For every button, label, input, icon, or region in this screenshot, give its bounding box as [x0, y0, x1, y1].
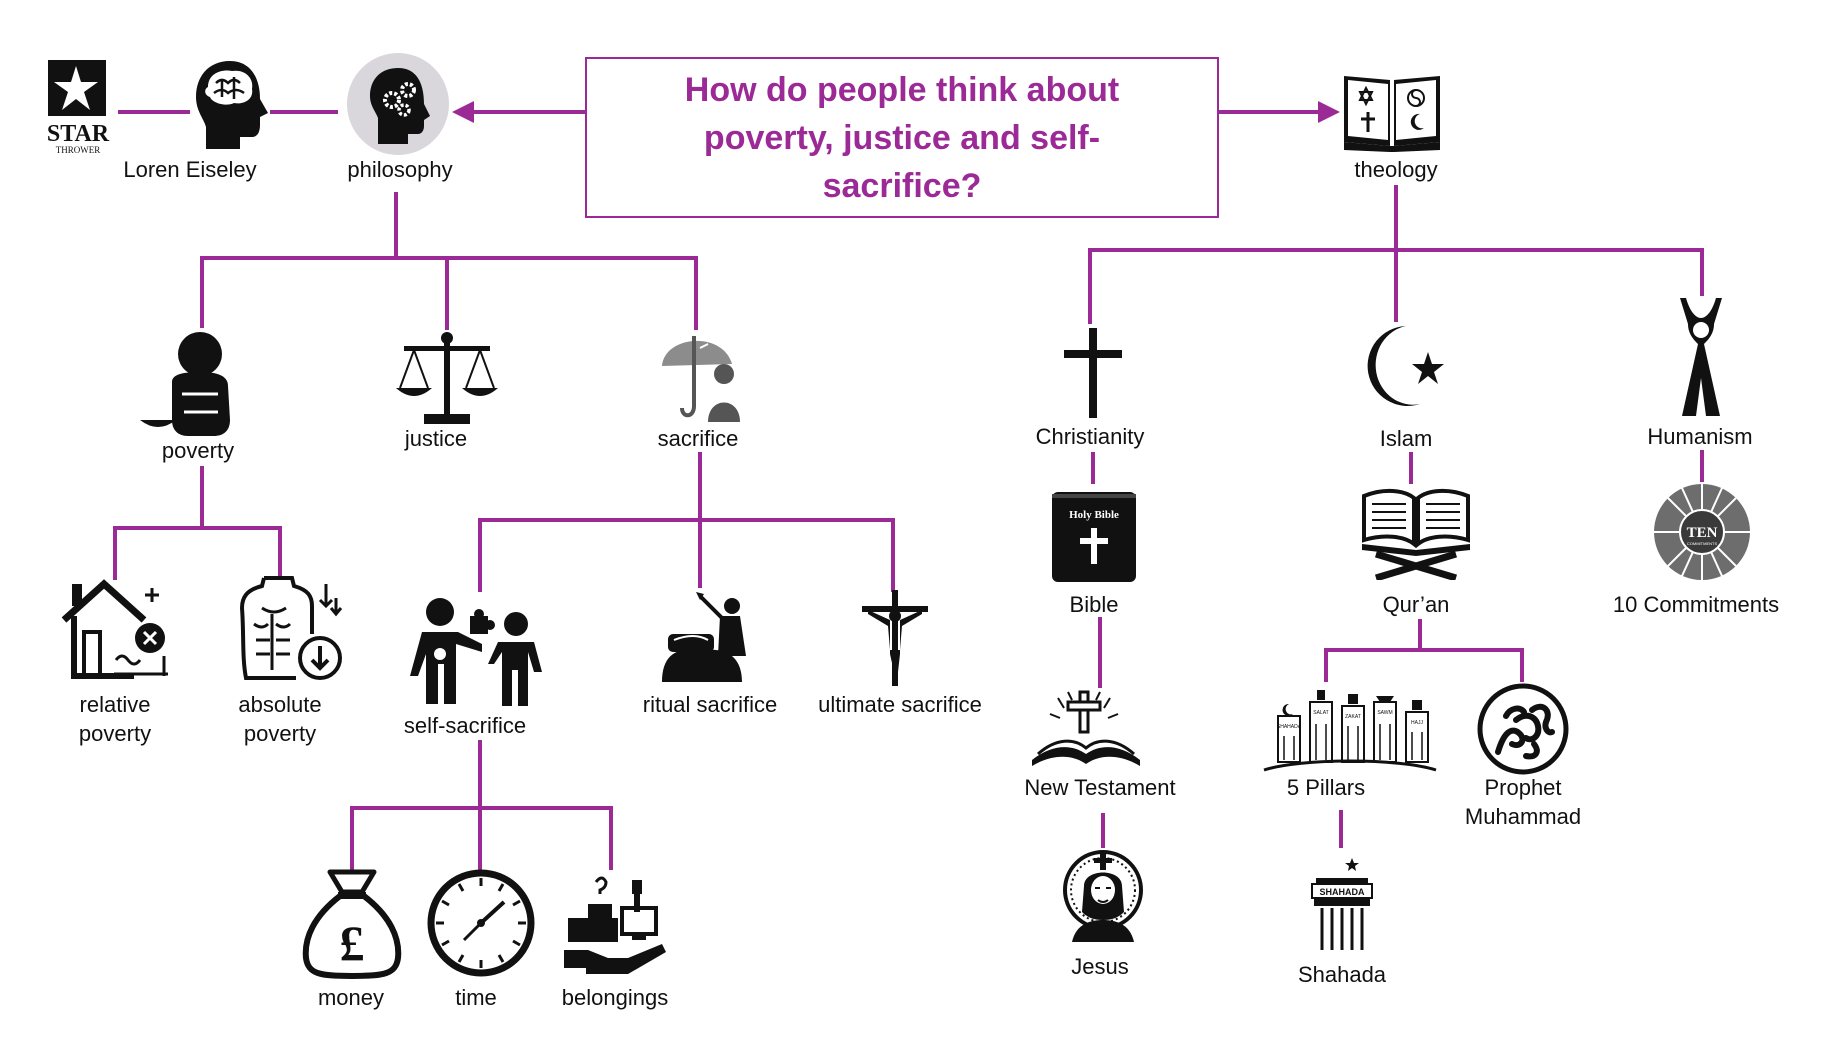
holy-bible-text: Holy Bible — [1069, 509, 1119, 521]
star-thrower-line1: STAR — [46, 121, 110, 147]
clock-icon — [427, 869, 535, 977]
pillar-label-3: ZAKAT — [1345, 714, 1361, 720]
quran-stand-icon — [1362, 489, 1470, 582]
christianity-node — [1060, 326, 1126, 420]
question-box: How do people think about poverty, justi… — [585, 57, 1219, 218]
relative-poverty-label: relative poverty — [78, 692, 152, 746]
crescent-star-icon — [1367, 326, 1444, 406]
humanism-node — [1676, 294, 1726, 418]
svg-text:£: £ — [340, 915, 365, 971]
self-sacrifice-label: self-sacrifice — [403, 713, 527, 738]
star-thrower-line2: THROWER — [55, 145, 101, 155]
islam-node — [1362, 322, 1448, 412]
new-testament-label: New Testament — [1024, 775, 1176, 800]
jesus-label: Jesus — [1071, 954, 1129, 979]
humanism-icon — [1680, 298, 1722, 416]
ultimate-sacrifice-node — [860, 588, 930, 688]
sacrifice-label: sacrifice — [657, 426, 739, 451]
five-pillars-icon: SHAHADA SALAT ZAKAT SAWM HAJJ — [1263, 690, 1437, 772]
prophet-muhammad-node — [1476, 682, 1570, 776]
people-puzzle-icon — [410, 598, 542, 706]
pillar-label-5: HAJJ — [1411, 720, 1423, 726]
sitting-person-bowl-icon — [140, 332, 230, 436]
relative-poverty-node — [58, 576, 168, 682]
pillar-label-4: SAWM — [1377, 710, 1392, 716]
theology-node — [1340, 66, 1444, 152]
page-title: How do people think about poverty, justi… — [684, 70, 1120, 205]
ten-sub-text: COMMITMENTS — [1687, 541, 1718, 546]
house-cross-icon — [61, 579, 168, 679]
umbrella-person-icon — [662, 336, 740, 422]
torso-arrow-down-icon — [239, 576, 343, 680]
brain-head-node — [188, 57, 272, 153]
quran-label: Qur’an — [1382, 592, 1450, 617]
belongings-node — [562, 868, 668, 976]
belongings-label: belongings — [561, 985, 669, 1010]
open-book-cross-icon — [1032, 690, 1140, 766]
shahada-pillar-icon: SHAHADA — [1311, 852, 1373, 950]
humanism-label: Humanism — [1647, 424, 1753, 449]
jesus-portrait-icon — [1063, 850, 1143, 942]
prophet-muhammad-label: Prophet Muhammad — [1464, 775, 1582, 829]
islam-label: Islam — [1379, 426, 1433, 451]
scales-icon — [396, 332, 498, 424]
belongings-hand-icon — [564, 876, 666, 974]
bible-node: Holy Bible — [1048, 488, 1140, 586]
philosophy-node — [346, 52, 450, 156]
money-bag-icon: £ — [302, 869, 402, 980]
ultimate-sacrifice-label: ultimate sacrifice — [818, 692, 982, 717]
ten-commitments-node: TEN COMMITMENTS — [1652, 482, 1752, 582]
gears-head-icon — [347, 53, 449, 155]
quran-node — [1358, 484, 1474, 582]
pillar-label-2: SALAT — [1313, 710, 1328, 716]
theology-label: theology — [1354, 157, 1438, 182]
cross-icon — [1064, 328, 1122, 418]
five-pillars-label: 5 Pillars — [1286, 775, 1366, 800]
justice-label: justice — [404, 426, 468, 451]
justice-node — [394, 330, 500, 426]
absolute-poverty-label: absolute poverty — [238, 692, 322, 746]
poverty-node — [138, 328, 244, 440]
bible-label: Bible — [1069, 592, 1119, 617]
five-pillars-node: SHAHADA SALAT ZAKAT SAWM HAJJ — [1262, 684, 1438, 774]
self-sacrifice-node — [410, 596, 546, 708]
time-label: time — [455, 985, 497, 1010]
sacrifice-node — [658, 326, 746, 426]
money-label: money — [317, 985, 385, 1010]
bible-icon: Holy Bible — [1052, 492, 1136, 582]
shahada-label: Shahada — [1297, 962, 1387, 987]
absolute-poverty-node — [232, 574, 344, 684]
ten-badge-text: TEN — [1687, 525, 1718, 541]
brain-head-icon — [196, 61, 268, 149]
philosophy-label: philosophy — [347, 157, 453, 182]
pillar-label-1: SHAHADA — [1277, 724, 1302, 730]
ritual-altar-icon — [662, 592, 746, 682]
star-thrower-logo: STAR THROWER — [46, 60, 110, 155]
christianity-label: Christianity — [1035, 424, 1145, 449]
new-testament-node — [1028, 688, 1144, 770]
poverty-label: poverty — [161, 438, 235, 463]
ten-commitments-label: 10 Commitments — [1612, 592, 1780, 617]
shahada-node: SHAHADA — [1308, 850, 1376, 954]
ritual-sacrifice-node — [658, 592, 754, 684]
crucifix-icon — [862, 590, 928, 686]
shahada-sign-text: SHAHADA — [1320, 887, 1366, 897]
star-thrower-icon — [48, 60, 106, 116]
jesus-node — [1062, 850, 1144, 946]
open-book-religions-icon — [1344, 76, 1440, 152]
time-node — [426, 868, 536, 978]
ritual-sacrifice-label: ritual sacrifice — [642, 692, 778, 717]
loren-eiseley-label: Loren Eiseley — [123, 157, 257, 182]
money-node: £ — [300, 868, 404, 980]
ten-commitments-wheel-icon: TEN COMMITMENTS — [1654, 484, 1750, 580]
muhammad-calligraphy-icon — [1477, 683, 1569, 775]
